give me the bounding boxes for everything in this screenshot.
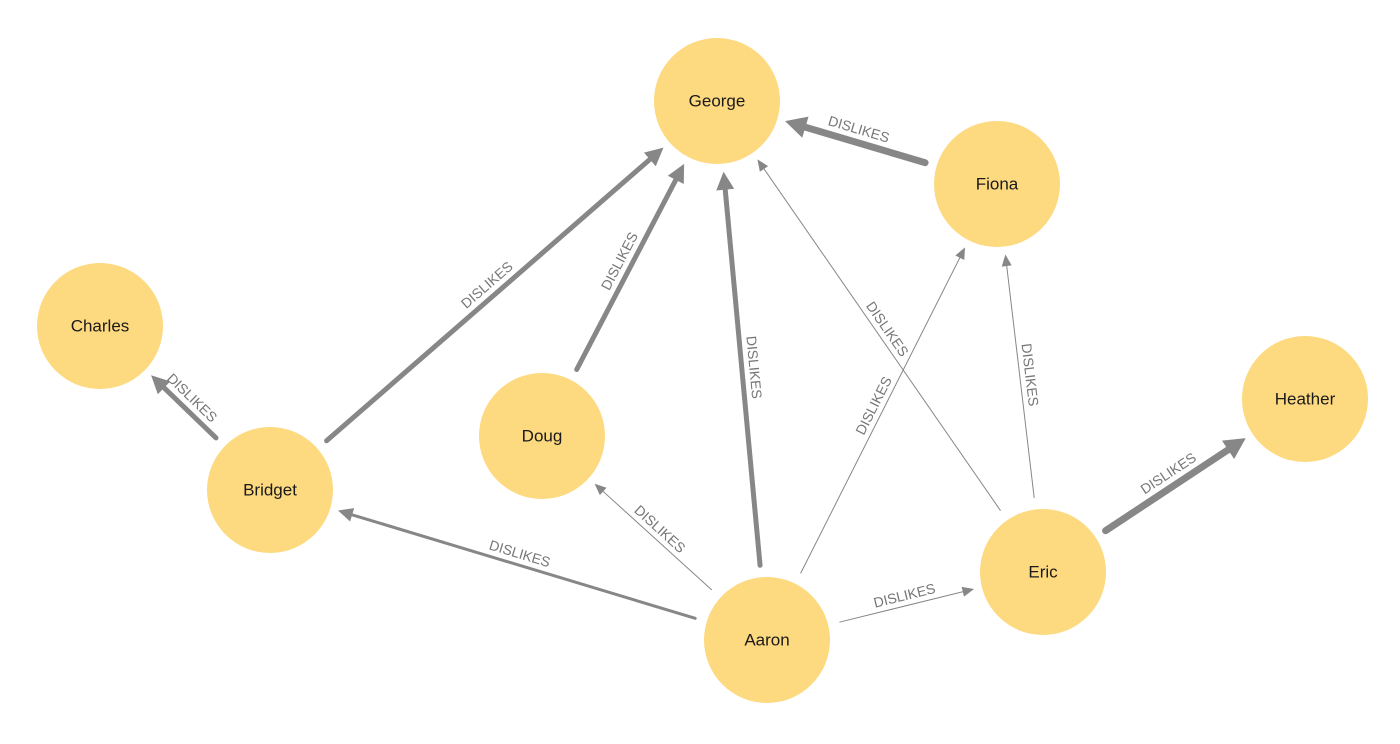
arrowhead-icon: [1001, 254, 1012, 267]
edge-label: DISLIKES: [1019, 343, 1042, 407]
edge-line: [762, 167, 1001, 511]
arrowhead-icon: [151, 375, 171, 395]
edge-doug-to-george[interactable]: DISLIKES: [574, 163, 685, 373]
edge-aaron-to-bridget[interactable]: DISLIKES: [337, 508, 697, 620]
node-heather[interactable]: Heather: [1242, 336, 1368, 462]
node-circle: [704, 577, 830, 703]
arrowhead-icon: [337, 508, 355, 522]
node-doug[interactable]: Doug: [479, 373, 605, 499]
edge-aaron-to-doug[interactable]: DISLIKES: [594, 483, 712, 591]
node-circle: [1242, 336, 1368, 462]
node-label: Charles: [71, 317, 130, 336]
edge-line: [324, 156, 654, 444]
edge-eric-to-fiona[interactable]: DISLIKES: [1001, 254, 1042, 499]
edge-label: DISLIKES: [631, 502, 688, 556]
arrowhead-icon: [955, 247, 966, 261]
edge-fiona-to-george[interactable]: DISLIKES: [785, 112, 929, 167]
node-label: Bridget: [243, 481, 297, 500]
node-circle: [479, 373, 605, 499]
node-george[interactable]: George: [654, 38, 780, 164]
node-circle: [980, 509, 1106, 635]
edge-line: [1102, 445, 1233, 535]
arrowhead-icon: [667, 163, 685, 185]
edge-line: [601, 490, 712, 591]
node-label: Aaron: [744, 631, 789, 650]
node-label: Heather: [1275, 390, 1336, 409]
edge-line: [722, 186, 763, 568]
node-bridget[interactable]: Bridget: [207, 427, 333, 553]
node-circle: [934, 121, 1060, 247]
arrowhead-icon: [785, 116, 809, 138]
node-eric[interactable]: Eric: [980, 509, 1106, 635]
edge-label: DISLIKES: [863, 298, 912, 359]
arrowhead-icon: [961, 586, 975, 597]
edge-aaron-to-george[interactable]: DISLIKES: [716, 171, 765, 568]
edge-line: [1006, 264, 1035, 499]
node-fiona[interactable]: Fiona: [934, 121, 1060, 247]
arrowhead-icon: [757, 159, 769, 172]
edge-aaron-to-fiona[interactable]: DISLIKES: [800, 247, 966, 574]
node-label: Doug: [522, 427, 563, 446]
edge-line: [800, 256, 961, 574]
node-label: Eric: [1028, 563, 1058, 582]
edge-line: [839, 591, 965, 623]
edge-bridget-to-charles[interactable]: DISLIKES: [151, 370, 220, 441]
edge-line: [160, 384, 219, 441]
edge-line: [800, 123, 929, 167]
arrowhead-icon: [643, 147, 664, 167]
edge-eric-to-heather[interactable]: DISLIKES: [1102, 438, 1246, 535]
edge-line: [349, 513, 697, 620]
arrowhead-icon: [1221, 438, 1246, 459]
edge-aaron-to-eric[interactable]: DISLIKES: [839, 580, 975, 623]
node-circle: [207, 427, 333, 553]
node-label: George: [689, 92, 746, 111]
node-circle: [37, 263, 163, 389]
arrowhead-icon: [716, 171, 735, 191]
node-circle: [654, 38, 780, 164]
arrowhead-icon: [594, 483, 607, 496]
node-charles[interactable]: Charles: [37, 263, 163, 389]
node-label: Fiona: [976, 175, 1019, 194]
edge-label: DISLIKES: [743, 335, 765, 399]
edge-line: [574, 176, 679, 373]
node-aaron[interactable]: Aaron: [704, 577, 830, 703]
